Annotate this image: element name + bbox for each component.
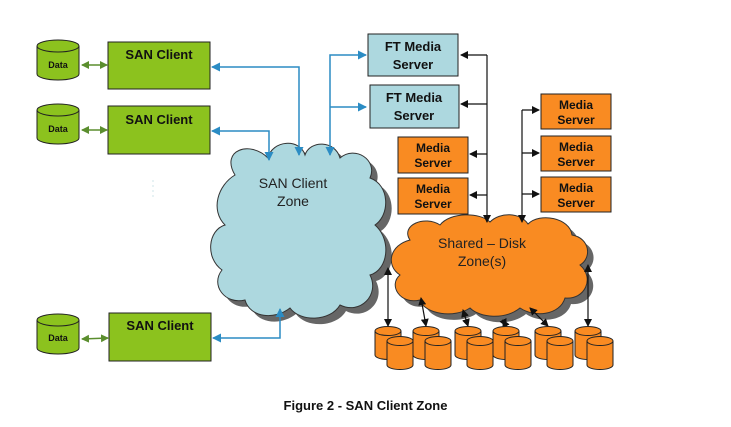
media-server-right-1: Media Server	[540, 93, 612, 130]
media-server-box	[397, 177, 469, 215]
disk-link	[499, 317, 510, 329]
client-2-link	[211, 126, 274, 161]
data-disk-icon	[36, 313, 80, 355]
media-server-label-line1: Media	[416, 141, 450, 155]
san-client-box	[107, 105, 211, 155]
disk-group	[374, 267, 414, 370]
disk-cylinder-icon	[424, 336, 452, 370]
ft-server-label-line1: FT Media	[385, 39, 442, 54]
disk-cylinder-icon	[466, 336, 494, 370]
media-server-label-line1: Media	[416, 182, 450, 196]
media-server-box	[540, 176, 612, 213]
client-3-link	[212, 308, 285, 343]
disk-zone-label-line1: Shared – Disk	[438, 235, 527, 251]
figure-caption: Figure 2 - SAN Client Zone	[283, 398, 448, 413]
media-server-left-2: Media Server	[397, 177, 469, 215]
disk-cylinder-icon	[504, 336, 532, 370]
san-client-label: SAN Client	[125, 112, 193, 127]
disk-group	[412, 297, 452, 370]
client-zone-label-line1: SAN Client	[259, 175, 328, 191]
media-server-box	[540, 93, 612, 130]
data-disk-icon	[36, 103, 80, 145]
shared-disk-zone-cloud: Shared – Disk Zone(s)	[390, 214, 594, 323]
media-server-label-line2: Server	[557, 155, 595, 169]
media-server-label-line2: Server	[414, 197, 452, 211]
data-disk-icon	[36, 39, 80, 81]
san-client-zone-cloud: SAN Client Zone	[210, 142, 392, 325]
disk-cylinder-icon	[546, 336, 574, 370]
ft-media-server-1: FT Media Server	[367, 33, 459, 77]
client-row-2: Data SAN Client	[36, 103, 211, 155]
disk-cylinder-icon	[586, 336, 614, 370]
disk-zone-label-line2: Zone(s)	[458, 253, 506, 269]
disk-link	[529, 307, 549, 327]
data-label: Data	[48, 333, 69, 343]
media-server-label-line2: Server	[414, 156, 452, 170]
ft-media-server-2: FT Media Server	[369, 84, 460, 129]
san-client-label: SAN Client	[126, 318, 194, 333]
data-link	[81, 334, 109, 343]
disk-group	[454, 309, 494, 370]
media-server-label-line2: Server	[557, 113, 595, 127]
disk-cylinder-icon	[386, 336, 414, 370]
media-server-left-1: Media Server	[397, 136, 469, 174]
client-1-link	[211, 62, 304, 156]
ft-server-label-line2: Server	[394, 108, 434, 123]
media-server-label-line2: Server	[557, 196, 595, 210]
ft-server-label-line2: Server	[393, 57, 433, 72]
san-client-label: SAN Client	[125, 47, 193, 62]
media-server-box	[397, 136, 469, 174]
client-row-1: Data SAN Client	[36, 39, 211, 90]
san-client-box	[108, 312, 212, 362]
data-label: Data	[48, 60, 69, 70]
disk-storage-groups	[374, 264, 614, 370]
disk-link	[461, 309, 470, 327]
data-label: Data	[48, 124, 69, 134]
disk-group	[492, 317, 532, 370]
media-server-box	[540, 135, 612, 172]
media-server-label-line1: Media	[559, 98, 593, 112]
media-server-label-line1: Media	[559, 181, 593, 195]
server-disk-links	[460, 51, 540, 223]
client-zone-links	[211, 50, 367, 343]
client-row-3: Data SAN Client	[36, 312, 212, 362]
ft-server-1-link	[325, 50, 367, 156]
media-server-right-3: Media Server	[540, 176, 612, 213]
client-zone-label-line2: Zone	[277, 193, 309, 209]
ft-server-label-line1: FT Media	[386, 90, 443, 105]
disk-group	[574, 264, 614, 370]
ft-media-server-box	[369, 84, 460, 129]
media-server-label-line1: Media	[559, 140, 593, 154]
media-server-right-2: Media Server	[540, 135, 612, 172]
disk-group	[529, 307, 574, 370]
disk-link	[418, 297, 429, 327]
san-client-box	[107, 41, 211, 90]
ft-media-server-box	[367, 33, 459, 77]
